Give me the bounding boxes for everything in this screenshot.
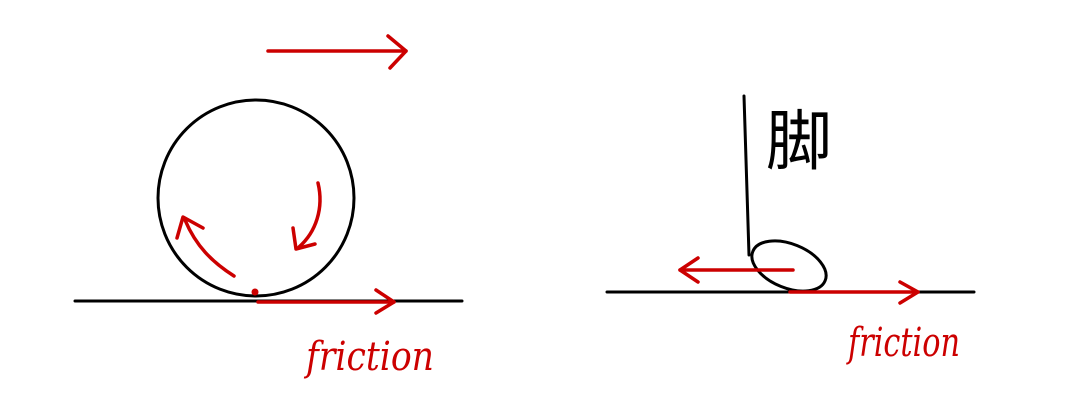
leg-label: 脚 xyxy=(766,103,832,180)
contact-point-dot xyxy=(251,288,259,296)
rotation-arrow-right xyxy=(291,181,322,251)
friction-arrow-right xyxy=(788,280,920,305)
friction-label-right: friction xyxy=(846,320,960,366)
wheel-circle xyxy=(156,98,356,298)
foot-push-arrow xyxy=(678,256,795,284)
left-panel-rolling-wheel: friction xyxy=(73,34,464,380)
leg-line xyxy=(742,94,751,257)
motion-direction-arrow xyxy=(266,34,408,70)
friction-arrow-left xyxy=(256,288,396,315)
right-panel-leg-foot: 脚 friction xyxy=(605,94,976,366)
friction-label-left: friction xyxy=(303,334,434,380)
foot-ellipse xyxy=(750,239,828,293)
rotation-arrow-left xyxy=(175,215,236,278)
